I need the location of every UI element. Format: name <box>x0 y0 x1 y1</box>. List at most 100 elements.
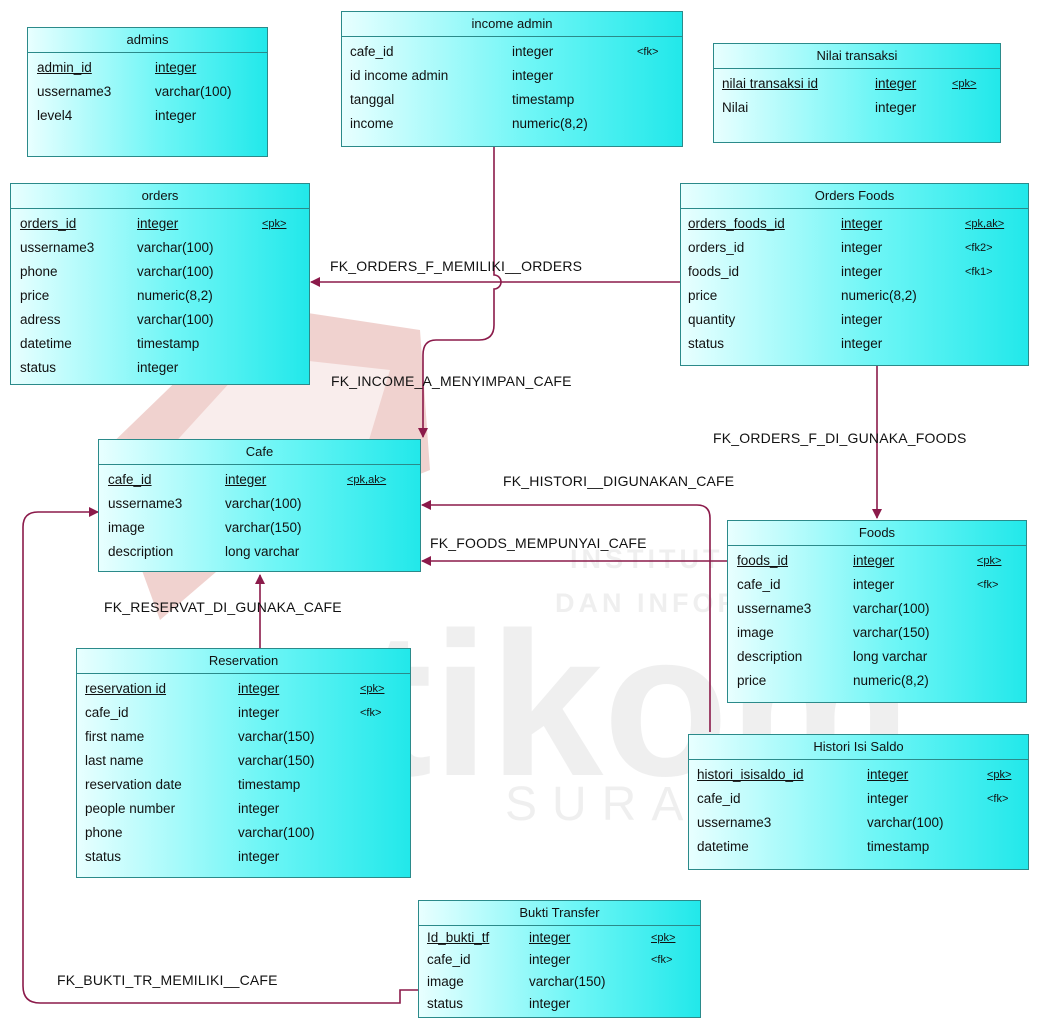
column-name: price <box>737 673 767 688</box>
column-name: reservation id <box>85 681 167 696</box>
entity-title: Cafe <box>99 440 420 465</box>
rel-label-income-cafe: FK_INCOME_A_MENYIMPAN_CAFE <box>331 373 572 389</box>
column-type: timestamp <box>512 92 575 107</box>
column-name: reservation date <box>85 777 182 792</box>
rel-label-orders-foods-orders: FK_ORDERS_F_MEMILIKI__ORDERS <box>330 258 583 274</box>
column-key: <fk2> <box>965 242 993 254</box>
column-type: timestamp <box>137 336 200 351</box>
column-name: phone <box>20 264 58 279</box>
column-row: histori_isisaldo_id integer <pk> <box>689 763 1028 787</box>
column-key: <fk> <box>987 793 1009 805</box>
column-name: cafe_id <box>108 472 152 487</box>
column-type: integer <box>867 791 909 806</box>
column-name: description <box>108 544 174 559</box>
column-name: first name <box>85 729 145 744</box>
rel-label-bukti-cafe: FK_BUKTI_TR_MEMILIKI__CAFE <box>57 972 278 988</box>
column-row: cafe_id integer <fk> <box>342 40 682 64</box>
column-row: cafe_id integer <fk> <box>419 949 700 971</box>
column-type: integer <box>841 240 883 255</box>
column-type: varchar(100) <box>867 815 944 830</box>
entity-title: Orders Foods <box>681 184 1028 209</box>
column-name: status <box>20 360 57 375</box>
column-name: nilai transaksi id <box>722 76 819 91</box>
column-key: <pk,ak> <box>347 474 387 486</box>
column-name: histori_isisaldo_id <box>697 767 804 782</box>
column-row: image varchar(150) <box>419 971 700 993</box>
entity-cafe[interactable]: Cafe cafe_id integer <pk,ak> ussername3 … <box>98 439 421 572</box>
entity-title: income admin <box>342 12 682 37</box>
column-row: ussername3 varchar(100) <box>28 80 267 104</box>
column-row: foods_id integer <pk> <box>728 549 1026 573</box>
column-type: integer <box>238 801 280 816</box>
entity-admins[interactable]: admins admin_id integer ussername3 varch… <box>27 27 268 157</box>
column-name: ussername3 <box>697 815 772 830</box>
column-type: integer <box>137 360 179 375</box>
entity-foods[interactable]: Foods foods_id integer <pk> cafe_id inte… <box>727 520 1027 703</box>
column-type: integer <box>238 849 280 864</box>
column-row: first name varchar(150) <box>77 725 410 749</box>
column-type: integer <box>512 68 554 83</box>
column-type: integer <box>875 76 917 91</box>
column-row: status integer <box>77 845 410 869</box>
column-name: Id_bukti_tf <box>427 930 490 945</box>
column-row: ussername3 varchar(100) <box>728 597 1026 621</box>
column-name: orders_foods_id <box>688 216 785 231</box>
entity-reservation[interactable]: Reservation reservation id integer <pk> … <box>76 648 411 878</box>
column-row: price numeric(8,2) <box>681 284 1028 308</box>
column-row: Nilai integer <box>714 96 1000 120</box>
column-row: tanggal timestamp <box>342 88 682 112</box>
entity-title: Reservation <box>77 649 410 674</box>
column-name: foods_id <box>688 264 740 279</box>
entity-orders-foods[interactable]: Orders Foods orders_foods_id integer <pk… <box>680 183 1029 366</box>
entity-income-admin[interactable]: income admin cafe_id integer <fk> id inc… <box>341 11 683 147</box>
rel-label-histori-cafe: FK_HISTORI__DIGUNAKAN_CAFE <box>503 473 735 489</box>
column-row: reservation id integer <pk> <box>77 677 410 701</box>
column-type: varchar(150) <box>853 625 930 640</box>
column-row: description long varchar <box>728 645 1026 669</box>
column-type: integer <box>137 216 179 231</box>
entity-histori-isi-saldo[interactable]: Histori Isi Saldo histori_isisaldo_id in… <box>688 734 1029 870</box>
entity-bukti-transfer[interactable]: Bukti Transfer Id_bukti_tf integer <pk> … <box>418 900 701 1018</box>
column-row: ussername3 varchar(100) <box>689 811 1028 835</box>
column-row: image varchar(150) <box>99 516 420 540</box>
column-type: integer <box>529 952 571 967</box>
column-name: image <box>108 520 145 535</box>
column-type: integer <box>512 44 554 59</box>
column-name: cafe_id <box>350 44 394 59</box>
column-row: phone varchar(100) <box>11 260 309 284</box>
column-row: status integer <box>419 993 700 1015</box>
column-row: orders_id integer <pk> <box>11 212 309 236</box>
column-type: integer <box>853 553 895 568</box>
entity-title: admins <box>28 28 267 53</box>
column-name: orders_id <box>688 240 745 255</box>
column-row: quantity integer <box>681 308 1028 332</box>
column-name: cafe_id <box>427 952 471 967</box>
column-key: <pk> <box>952 78 977 90</box>
entity-title: Bukti Transfer <box>419 901 700 926</box>
column-type: integer <box>841 216 883 231</box>
column-name: datetime <box>697 839 749 854</box>
column-name: tanggal <box>350 92 395 107</box>
connector-histori-to-cafe <box>421 500 711 732</box>
column-type: integer <box>155 108 197 123</box>
column-name: income <box>350 116 394 131</box>
column-type: integer <box>529 996 571 1011</box>
column-row: income numeric(8,2) <box>342 112 682 136</box>
column-type: numeric(8,2) <box>137 288 213 303</box>
column-name: admin_id <box>37 60 92 75</box>
column-name: adress <box>20 312 61 327</box>
column-name: ussername3 <box>737 601 812 616</box>
column-row: price numeric(8,2) <box>11 284 309 308</box>
column-type: timestamp <box>867 839 930 854</box>
column-key: <pk> <box>977 555 1002 567</box>
connector-income-to-cafe <box>418 146 502 438</box>
column-type: integer <box>238 705 280 720</box>
rel-label-orders-foods-foods: FK_ORDERS_F_DI_GUNAKA_FOODS <box>713 430 967 446</box>
entity-orders[interactable]: orders orders_id integer <pk> ussername3… <box>10 183 310 385</box>
entity-nilai-transaksi[interactable]: Nilai transaksi nilai transaksi id integ… <box>713 43 1001 143</box>
column-row: adress varchar(100) <box>11 308 309 332</box>
column-type: integer <box>841 264 883 279</box>
column-name: image <box>737 625 774 640</box>
column-row: Id_bukti_tf integer <pk> <box>419 927 700 949</box>
